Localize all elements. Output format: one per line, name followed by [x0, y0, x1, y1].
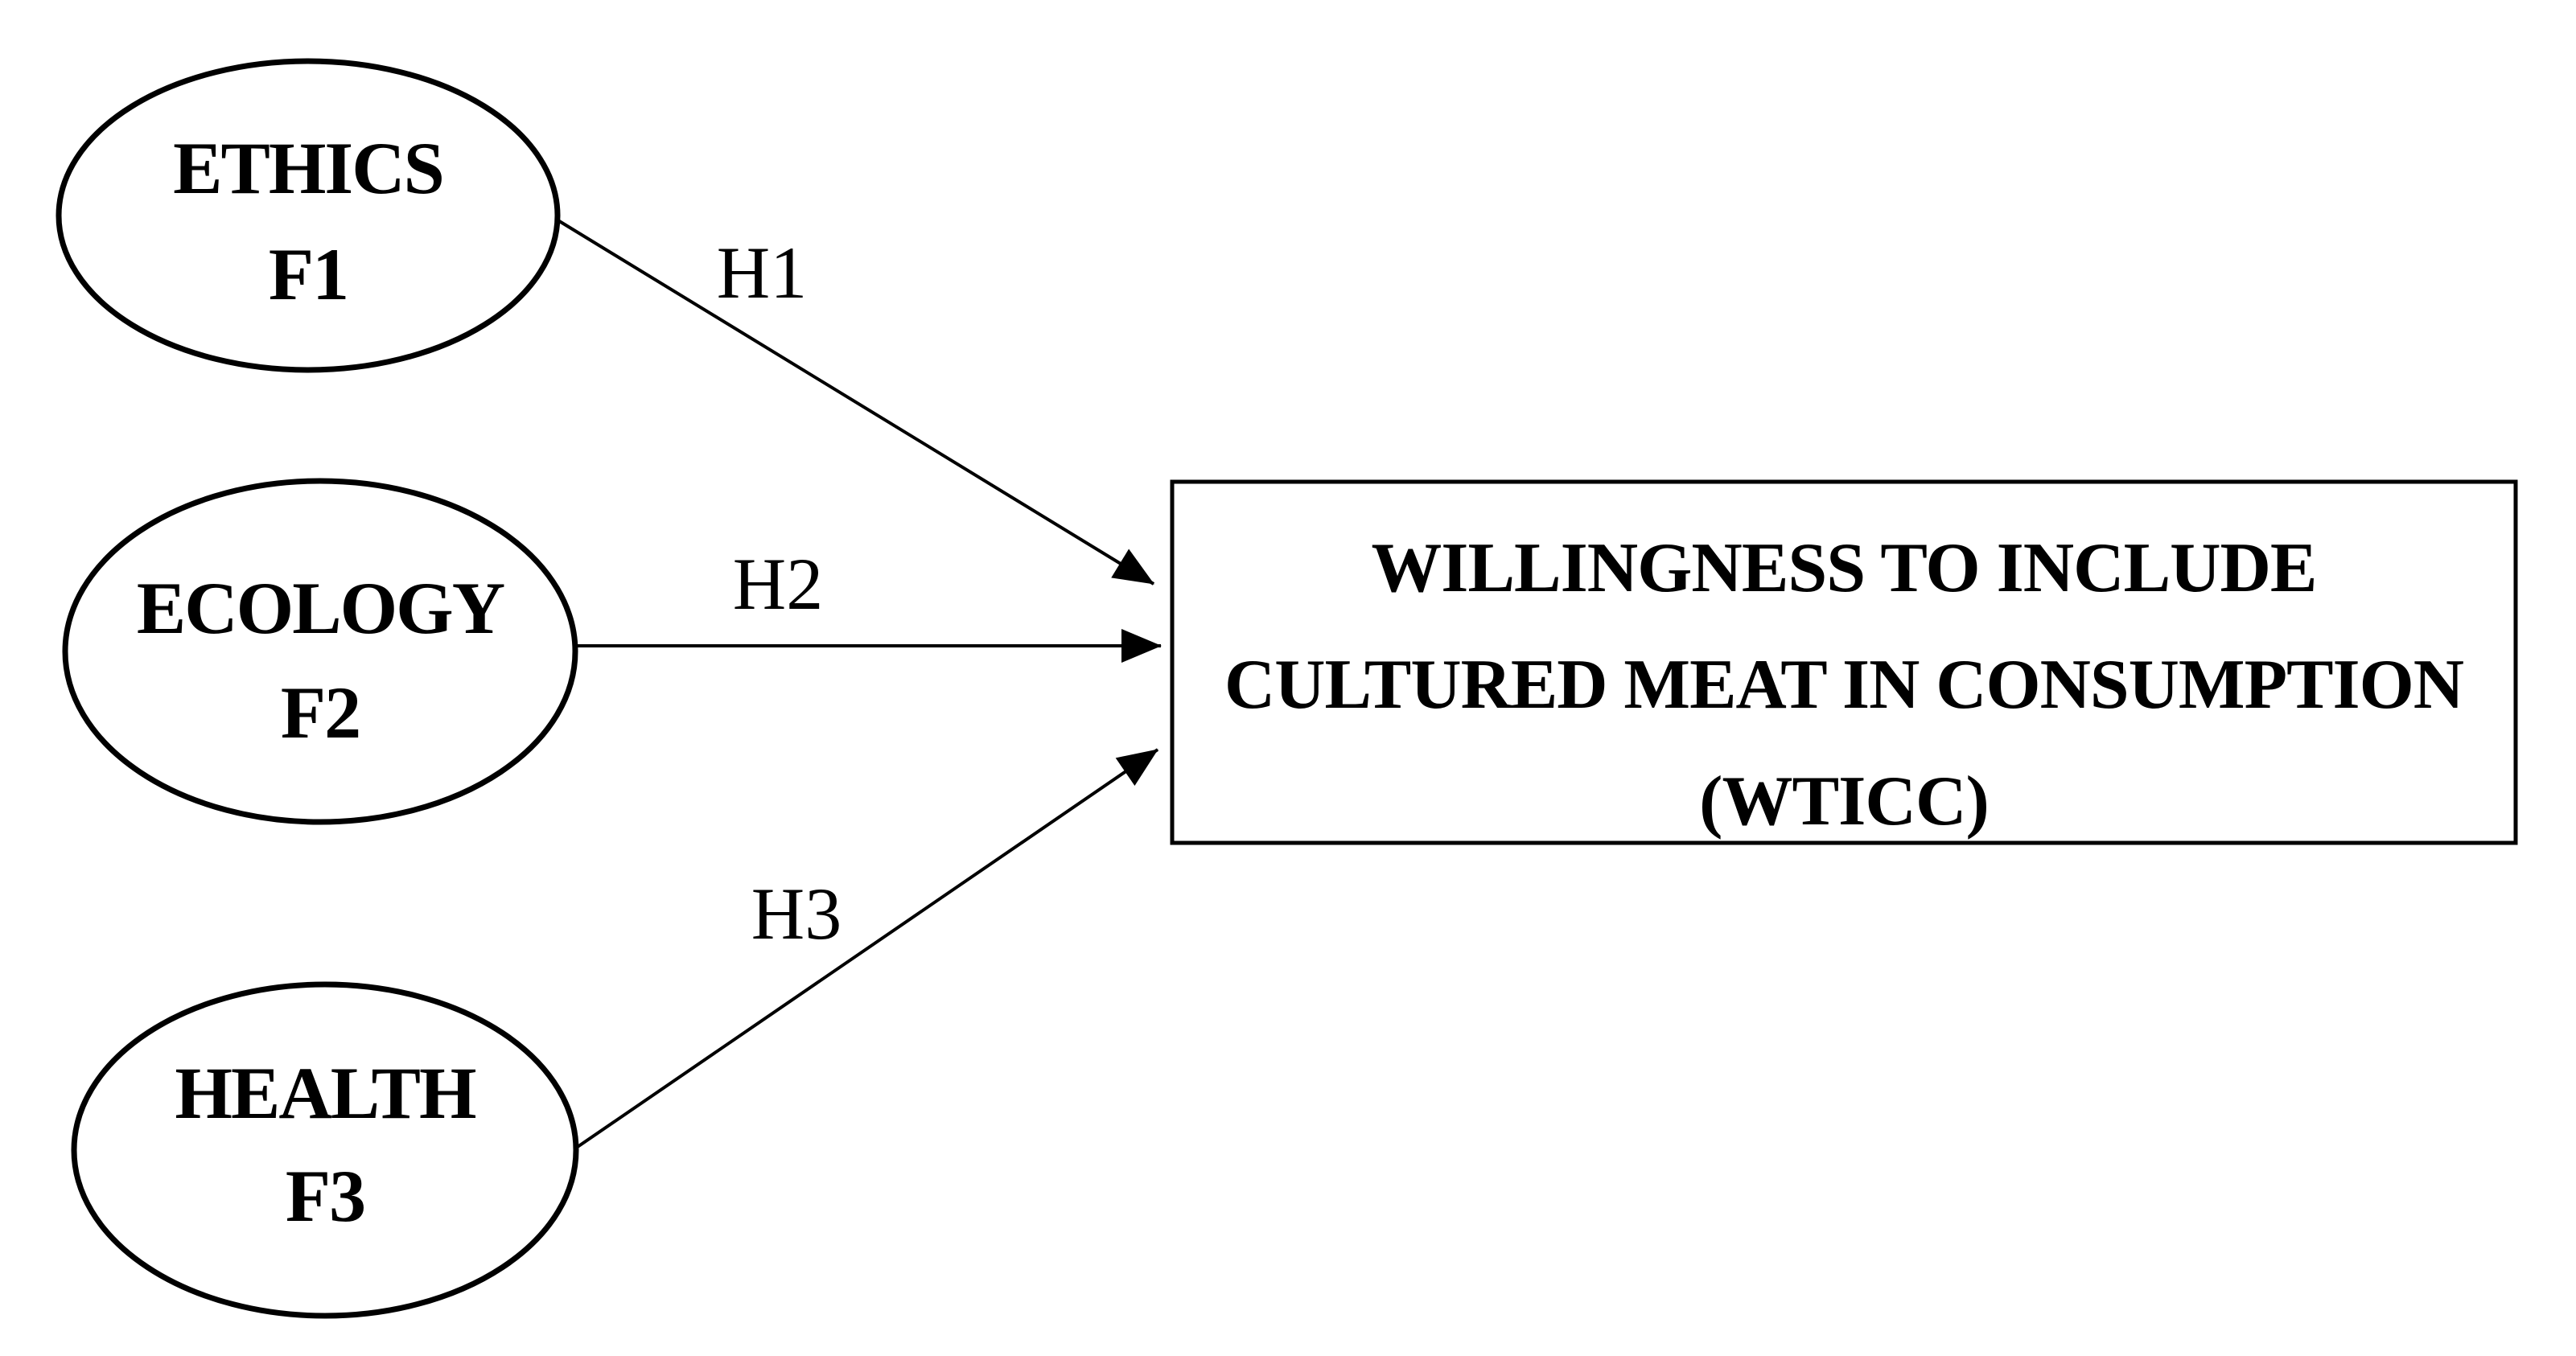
- node-health-f3: HEALTH F3: [71, 981, 579, 1319]
- ethics-ellipse: [56, 58, 561, 373]
- ethics-label: ETHICS: [173, 127, 443, 209]
- ecology-label: ECOLOGY: [137, 567, 504, 649]
- wticc-line-3: (WTICC): [1699, 762, 1989, 840]
- h1-label: H1: [717, 232, 807, 314]
- h1-arrow-line: [555, 218, 1155, 586]
- outcome-box-wticc: WILLINGNESS TO INCLUDE CULTURED MEAT IN …: [1170, 479, 2518, 845]
- node-ecology-f2: ECOLOGY F2: [62, 478, 578, 825]
- health-factor-label: F3: [286, 1155, 364, 1237]
- wticc-line-2: CULTURED MEAT IN CONSUMPTION: [1224, 646, 2463, 724]
- ethics-factor-label: F1: [269, 233, 348, 315]
- arrow-h3: H3: [571, 748, 1159, 1152]
- node-ethics-f1: ETHICS F1: [56, 58, 561, 373]
- wticc-line-1: WILLINGNESS TO INCLUDE: [1372, 529, 2317, 607]
- ecology-factor-label: F2: [281, 672, 360, 754]
- wticc-rectangle: [1170, 479, 2518, 845]
- h3-label: H3: [751, 873, 842, 955]
- ecology-ellipse: [62, 478, 578, 825]
- health-label: HEALTH: [175, 1052, 476, 1134]
- arrow-h2: H2: [574, 543, 1162, 663]
- health-ellipse: [71, 981, 579, 1319]
- h2-label: H2: [733, 543, 823, 625]
- arrow-h1: H1: [555, 218, 1155, 586]
- h3-arrow-line: [571, 748, 1159, 1152]
